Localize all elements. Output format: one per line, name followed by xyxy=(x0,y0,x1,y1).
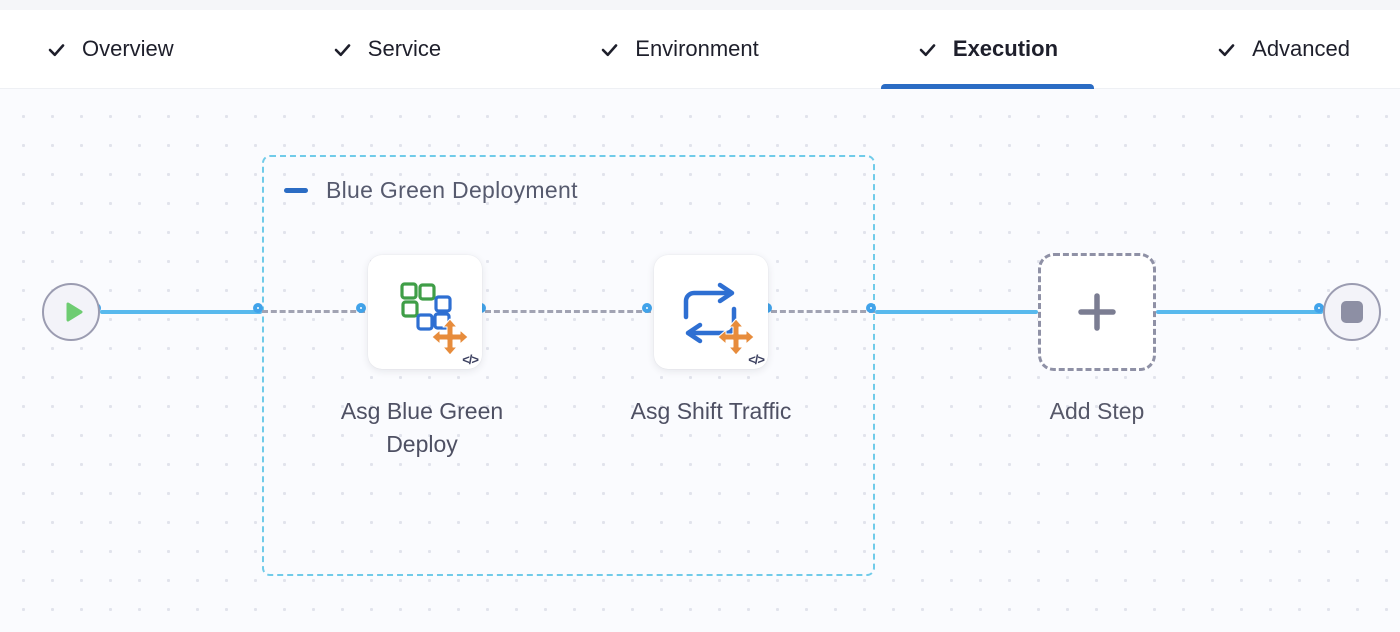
move-arrows-icon xyxy=(717,318,755,356)
tab-overview[interactable]: Overview xyxy=(10,10,210,88)
tab-service[interactable]: Service xyxy=(296,10,477,88)
end-node xyxy=(1323,283,1381,341)
port-group-in xyxy=(253,303,263,313)
tab-environment[interactable]: Environment xyxy=(563,10,795,88)
step-node-asg-shift-traffic[interactable]: </> xyxy=(654,255,768,369)
check-icon xyxy=(332,39,353,60)
port-group-out xyxy=(866,303,876,313)
tab-advanced[interactable]: Advanced xyxy=(1180,10,1386,88)
start-node xyxy=(42,283,100,341)
edge-step1-to-step2 xyxy=(485,310,651,313)
check-icon xyxy=(599,39,620,60)
step-group-box xyxy=(262,155,875,576)
top-strip xyxy=(0,0,1400,10)
check-icon xyxy=(46,39,67,60)
plus-icon xyxy=(1078,293,1116,331)
play-icon xyxy=(66,302,83,322)
check-icon xyxy=(917,39,938,60)
move-arrows-icon xyxy=(431,318,469,356)
step-group-label: Blue Green Deployment xyxy=(326,177,578,203)
port-step2-in xyxy=(642,303,652,313)
add-step-button[interactable] xyxy=(1038,253,1156,371)
edge-start-to-group xyxy=(100,310,262,314)
edge-addstep-to-end xyxy=(1156,310,1323,314)
tab-label: Service xyxy=(367,36,442,61)
edge-step2-to-group xyxy=(771,310,875,313)
code-badge: </> xyxy=(748,352,765,367)
step-label-asg-blue-green-deploy: Asg Blue Green Deploy xyxy=(340,398,504,458)
tab-label: Advanced xyxy=(1252,36,1350,61)
tab-label: Execution xyxy=(952,36,1059,61)
edge-group-to-addstep xyxy=(875,310,1038,314)
stop-icon xyxy=(1341,301,1363,323)
add-step-label: Add Step xyxy=(1049,398,1145,424)
stage-tab-bar: Overview Service Environment Execution xyxy=(0,10,1400,89)
step-node-asg-blue-green-deploy[interactable]: </> xyxy=(368,255,482,369)
collapse-group-icon[interactable] xyxy=(284,188,308,193)
step-label-asg-shift-traffic: Asg Shift Traffic xyxy=(630,398,792,424)
tab-label: Overview xyxy=(82,36,174,61)
port-end-in xyxy=(1314,303,1324,313)
active-tab-indicator xyxy=(880,84,1095,89)
port-step1-in xyxy=(356,303,366,313)
pipeline-canvas[interactable]: Blue Green Deployment xyxy=(0,89,1400,632)
code-badge: </> xyxy=(462,352,479,367)
check-icon xyxy=(1216,39,1237,60)
tab-label: Environment xyxy=(635,36,759,61)
edge-group-to-step1 xyxy=(262,310,365,313)
step-group-header: Blue Green Deployment xyxy=(284,177,578,204)
asg-blue-green-icon xyxy=(400,282,452,331)
tab-execution[interactable]: Execution xyxy=(880,10,1095,89)
